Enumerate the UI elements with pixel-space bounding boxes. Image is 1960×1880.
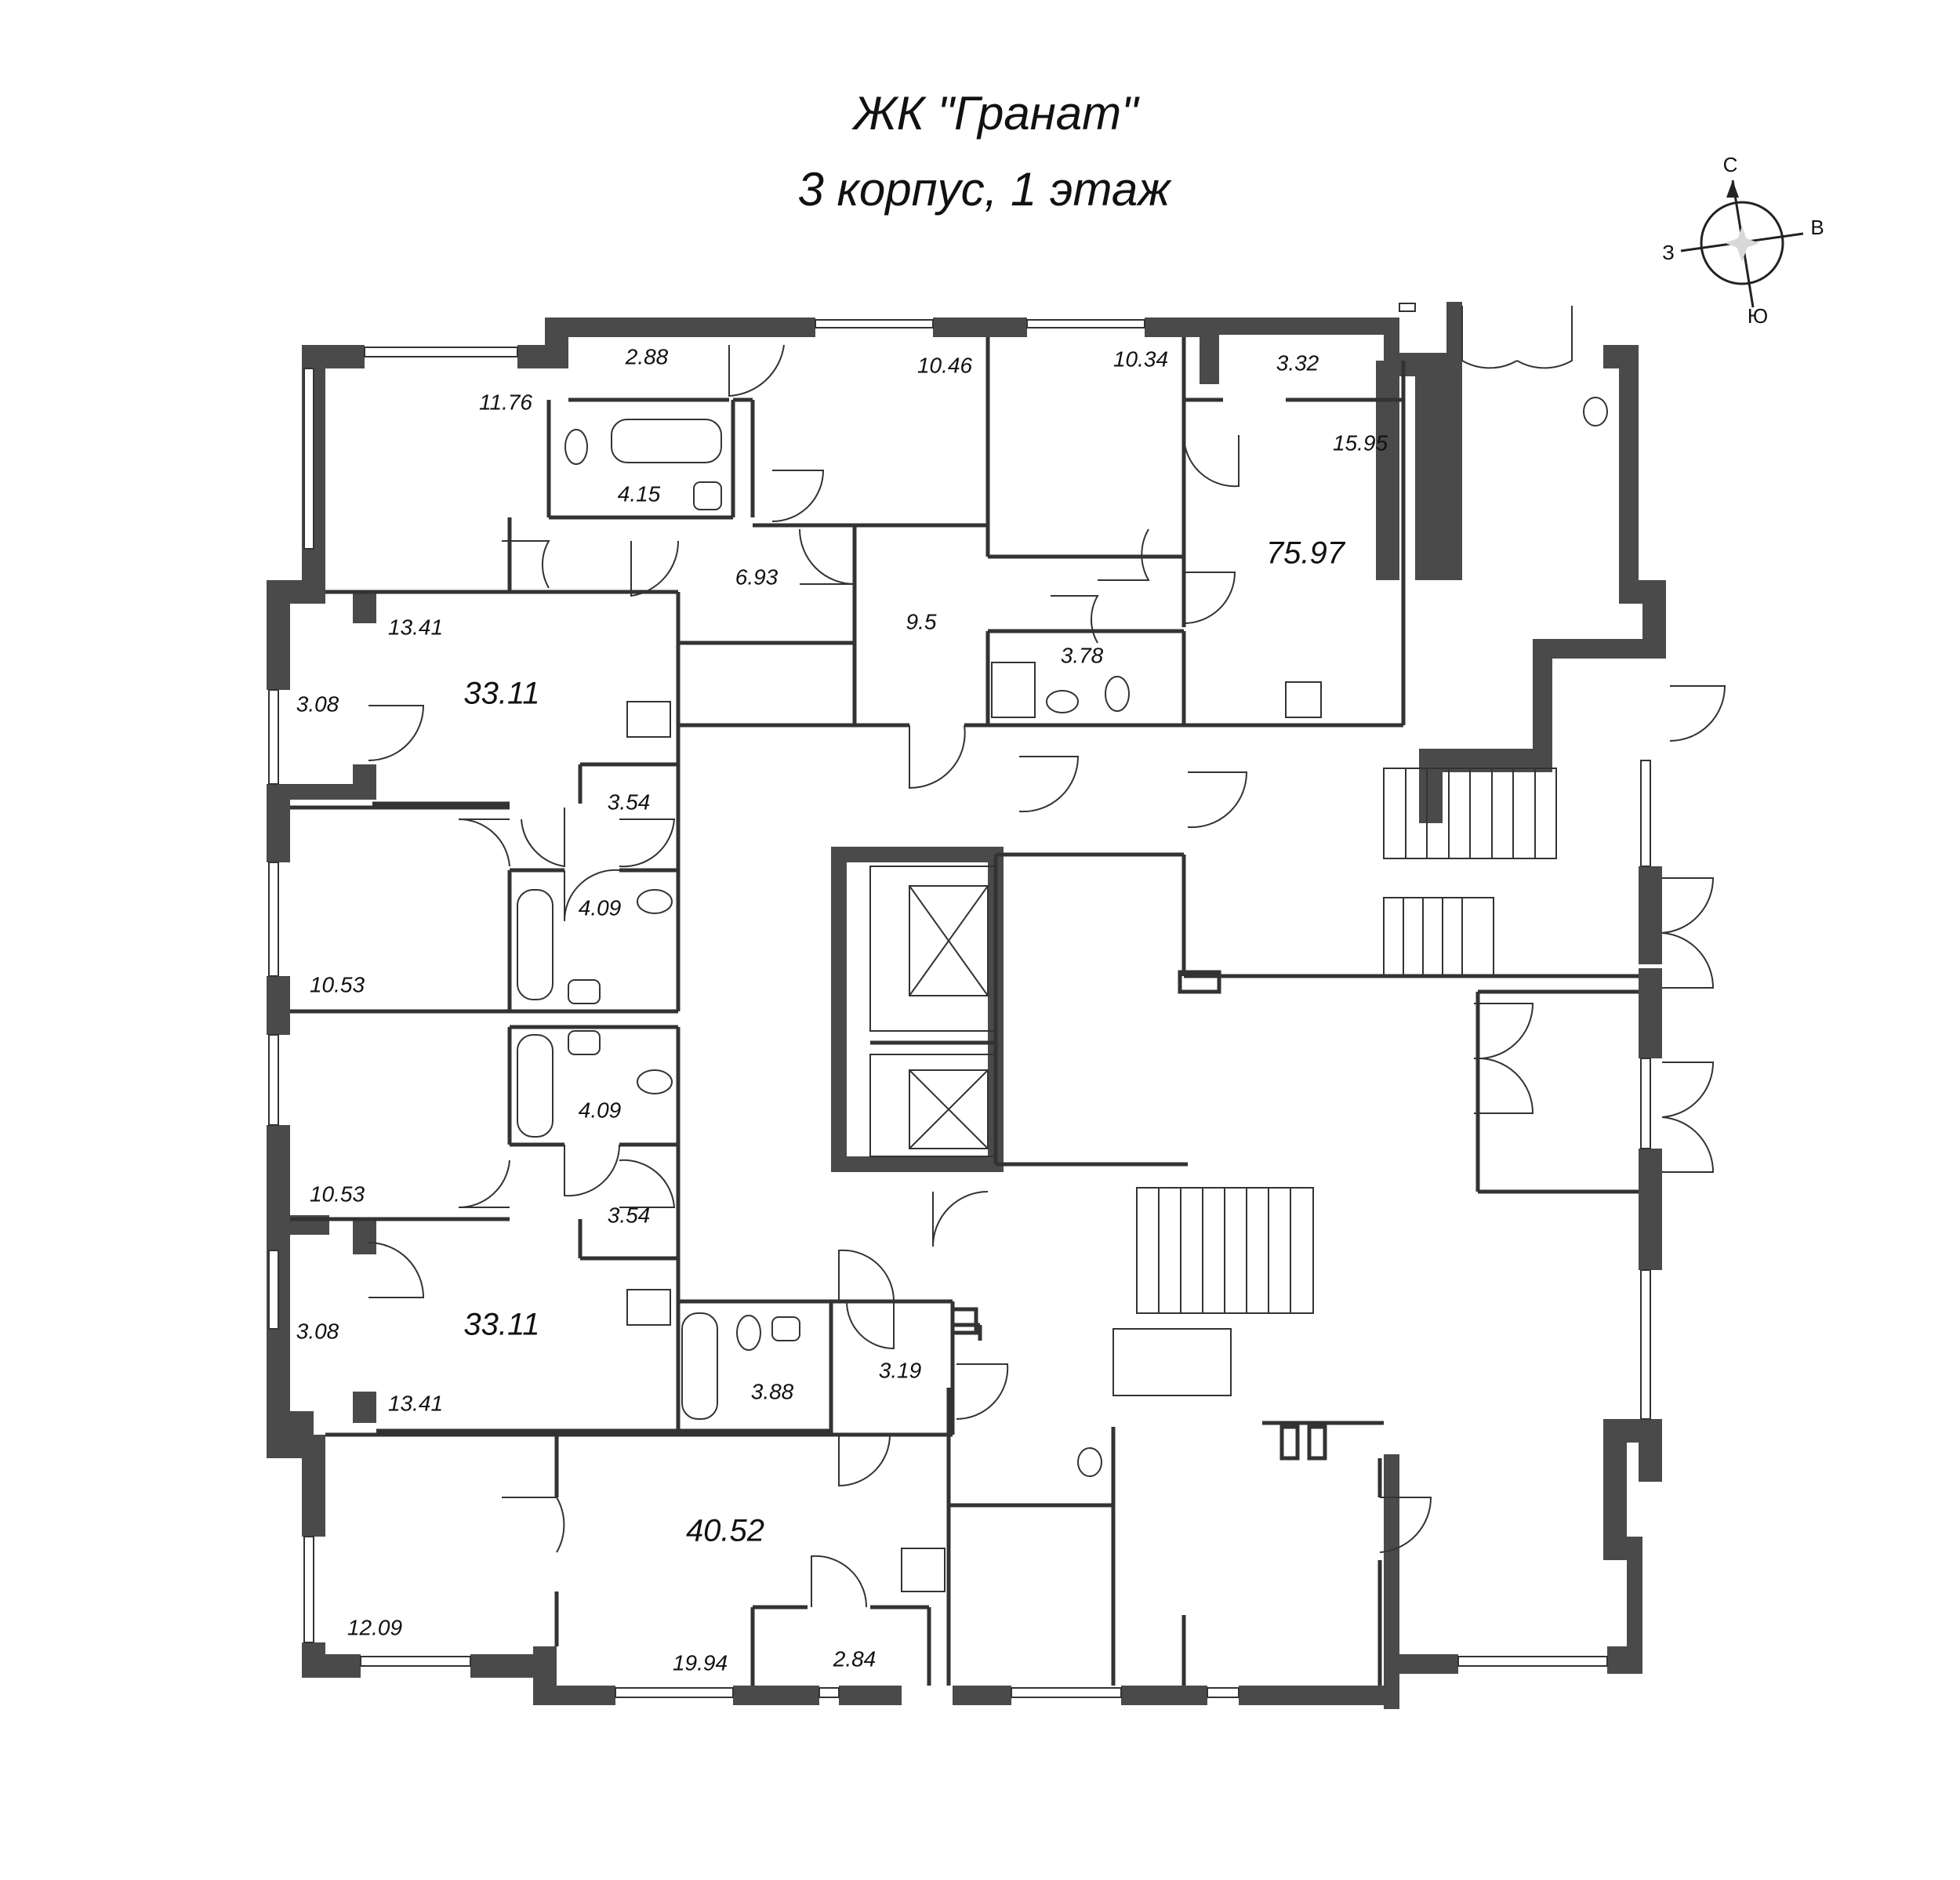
bathtub-icon	[611, 419, 722, 463]
sink-icon	[771, 1316, 800, 1341]
compass-south-label: Ю	[1748, 304, 1768, 328]
area-label: 4.09	[579, 895, 622, 920]
staircase-bottom	[1112, 1187, 1314, 1396]
apartment-total-area: 40.52	[686, 1514, 764, 1548]
compass-north-label: С	[1723, 153, 1738, 176]
toilet-icon	[736, 1315, 761, 1351]
area-label: 12.09	[347, 1615, 402, 1639]
compass-north-arrow	[1726, 180, 1739, 198]
sink-icon	[1046, 690, 1079, 713]
area-label: 3.08	[296, 1319, 339, 1343]
compass-ring	[1700, 201, 1784, 285]
area-label: 3.32	[1276, 350, 1319, 375]
toilet-icon	[564, 429, 588, 465]
area-label: 4.15	[618, 481, 661, 506]
compass-west-label: З	[1662, 241, 1675, 264]
sink-icon	[1583, 397, 1608, 426]
windows	[268, 303, 1651, 1698]
toilet-icon	[637, 1069, 673, 1094]
area-label: 13.41	[388, 1391, 443, 1415]
stove-icon	[1285, 681, 1322, 718]
area-label: 11.76	[479, 390, 532, 414]
area-label: 6.93	[735, 564, 779, 589]
area-label: 3.08	[296, 691, 339, 716]
fixtures	[517, 397, 1608, 1592]
area-label: 13.41	[388, 615, 443, 639]
apartment-total-area: 33.11	[463, 1308, 539, 1342]
area-label: 3.19	[879, 1358, 922, 1382]
area-label: 15.95	[1333, 430, 1388, 455]
elevator-2	[909, 1069, 989, 1149]
toilet-icon	[1105, 676, 1130, 712]
sink-icon	[568, 979, 601, 1004]
exterior-walls	[267, 302, 1666, 1709]
bathtub-icon	[517, 1034, 554, 1138]
compass-east-label: В	[1810, 216, 1824, 239]
complex-title: ЖК "Гранат"	[851, 87, 1140, 140]
area-label: 9.5	[906, 609, 937, 633]
stove-icon	[626, 1289, 671, 1326]
apartment-total-area: 33.11	[463, 677, 539, 711]
area-label: 10.46	[917, 353, 972, 377]
area-label: 3.54	[608, 1203, 651, 1227]
shower-icon	[991, 662, 1036, 718]
floor-subtitle: 3 корпус, 1 этаж	[798, 163, 1173, 216]
sink-icon	[568, 1030, 601, 1055]
area-label: 3.78	[1061, 643, 1104, 667]
doors	[368, 306, 1726, 1608]
area-label: 19.94	[673, 1650, 728, 1675]
compass: С В З Ю	[1662, 153, 1824, 328]
area-label: 10.34	[1113, 347, 1168, 371]
stove-icon	[626, 701, 671, 738]
sink-icon	[1077, 1447, 1102, 1477]
area-label: 3.88	[751, 1379, 794, 1403]
stove-icon	[901, 1548, 946, 1592]
area-label: 3.54	[608, 789, 651, 814]
sink-icon	[693, 481, 722, 510]
bathtub-icon	[517, 889, 554, 1000]
elevator-1	[909, 885, 989, 996]
apartment-total-area: 75.97	[1266, 536, 1346, 571]
area-label: 10.53	[310, 1181, 365, 1206]
area-labels: 2.88 10.46 10.34 3.32 11.76 4.15 15.95 7…	[296, 344, 1388, 1675]
bathtub-icon	[681, 1312, 718, 1420]
toilet-icon	[637, 889, 673, 914]
area-label: 2.88	[625, 344, 669, 368]
area-label: 2.84	[833, 1646, 877, 1671]
staircase-top	[1383, 768, 1557, 977]
area-label: 10.53	[310, 972, 365, 996]
area-label: 4.09	[579, 1098, 622, 1122]
